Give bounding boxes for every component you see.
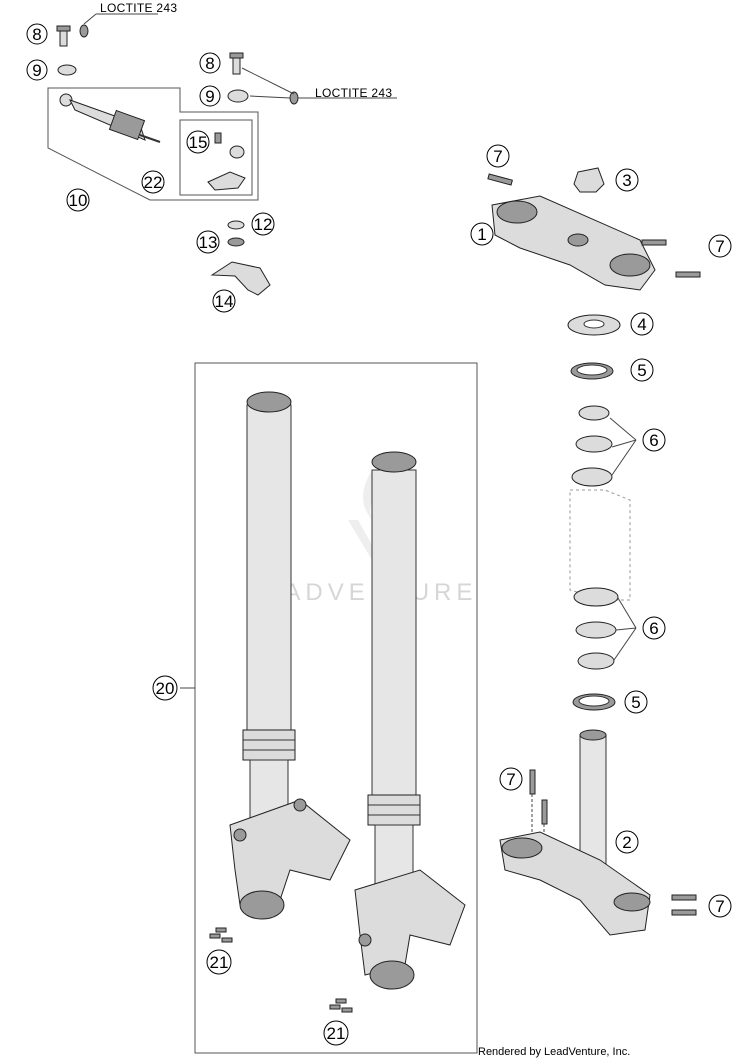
callout-number: 4 bbox=[637, 315, 646, 334]
bolt-7-upper-c bbox=[675, 271, 701, 278]
callout: 13 bbox=[196, 230, 220, 254]
callout: 1 bbox=[470, 222, 494, 246]
callout: 7 bbox=[708, 894, 732, 918]
callout-number: 7 bbox=[493, 147, 502, 166]
fork-leg-left bbox=[229, 391, 351, 920]
callout: 5 bbox=[624, 690, 648, 714]
callout-number: 6 bbox=[649, 619, 658, 638]
bolt-set-21-right bbox=[329, 998, 353, 1013]
lower-triple-clamp bbox=[499, 729, 651, 936]
bearing-6-lower bbox=[573, 587, 619, 670]
bearing-6-upper bbox=[571, 405, 613, 487]
loctite-note-top: LOCTITE 243 bbox=[100, 1, 177, 15]
callout-number: 7 bbox=[506, 770, 515, 789]
fork-group-frame bbox=[194, 362, 478, 1054]
head-tube-outline bbox=[569, 489, 631, 601]
callout-number: 22 bbox=[144, 173, 163, 192]
callout: 21 bbox=[323, 1020, 349, 1046]
callout-number: 21 bbox=[210, 953, 229, 972]
callout-number: 14 bbox=[215, 292, 234, 311]
callout-number: 5 bbox=[637, 361, 646, 380]
cap-9-top bbox=[57, 64, 77, 76]
bolt-set-21-left bbox=[209, 927, 233, 943]
callout: 22 bbox=[141, 170, 165, 194]
washer-13 bbox=[227, 237, 245, 247]
callout: 14 bbox=[212, 289, 236, 313]
callout-number: 8 bbox=[32, 25, 41, 44]
callout: 3 bbox=[615, 168, 639, 192]
seal-5-upper bbox=[570, 362, 614, 380]
callout-number: 7 bbox=[715, 897, 724, 916]
bolt-7-upper-b bbox=[641, 239, 667, 246]
bolt-7-upper-a bbox=[487, 173, 513, 186]
callout: 7 bbox=[486, 144, 510, 168]
callout-number: 1 bbox=[477, 225, 486, 244]
callout-number: 21 bbox=[327, 1024, 346, 1043]
callout: 9 bbox=[26, 59, 48, 81]
callout: 10 bbox=[66, 188, 90, 212]
callout-number: 12 bbox=[254, 215, 273, 234]
callout: 12 bbox=[251, 212, 275, 236]
leader-line bbox=[241, 67, 295, 95]
bolt-7-lower-c bbox=[671, 894, 697, 916]
callout-number: 7 bbox=[715, 237, 724, 256]
callout-number: 5 bbox=[631, 693, 640, 712]
leader-line bbox=[613, 627, 637, 661]
screw-8-top bbox=[56, 25, 71, 47]
callout: 9 bbox=[199, 85, 221, 107]
loctite-note-mid: LOCTITE 243 bbox=[315, 86, 392, 100]
callout-number: 2 bbox=[622, 833, 631, 852]
loctite-drop-top bbox=[79, 24, 89, 38]
callout-number: 6 bbox=[649, 431, 658, 450]
callout: 7 bbox=[708, 234, 732, 258]
callout: 6 bbox=[642, 616, 666, 640]
screw-8-mid bbox=[229, 52, 244, 75]
callout-number: 13 bbox=[199, 233, 218, 252]
fork-leg-right bbox=[354, 451, 466, 990]
callout-number: 9 bbox=[205, 87, 214, 106]
callout-number: 20 bbox=[156, 679, 175, 698]
footer-credit: Rendered by LeadVenture, Inc. bbox=[478, 1046, 630, 1058]
callout: 8 bbox=[199, 52, 221, 74]
leader-line bbox=[609, 417, 637, 441]
callout: 20 bbox=[152, 675, 178, 701]
bolt-7-lower-b bbox=[541, 799, 548, 825]
clamp-14 bbox=[210, 261, 271, 296]
damper-group-frame bbox=[47, 87, 259, 201]
bolt-7-lower-a bbox=[529, 769, 536, 795]
callout-number: 3 bbox=[622, 171, 631, 190]
leader-line bbox=[611, 439, 637, 448]
cap-nut-3 bbox=[573, 167, 605, 193]
callout: 6 bbox=[642, 428, 666, 452]
damper-bracket-frame bbox=[179, 119, 253, 196]
callout: 7 bbox=[499, 767, 523, 791]
damper-bracket-parts bbox=[207, 132, 246, 191]
leader-line bbox=[617, 597, 637, 629]
washer-12 bbox=[227, 220, 245, 230]
leader-line bbox=[611, 439, 637, 476]
callout-number: 15 bbox=[189, 133, 208, 152]
leader-line bbox=[249, 95, 291, 99]
washer-4 bbox=[567, 314, 621, 336]
callout: 21 bbox=[206, 949, 232, 975]
callout-number: 9 bbox=[32, 61, 41, 80]
leader-line bbox=[615, 627, 637, 631]
steering-damper bbox=[59, 93, 161, 143]
callout: 5 bbox=[630, 358, 654, 382]
cap-9-mid bbox=[227, 89, 249, 103]
callout: 2 bbox=[615, 830, 639, 854]
upper-triple-clamp bbox=[491, 195, 656, 291]
leader-line bbox=[83, 13, 97, 25]
callout-number: 8 bbox=[205, 54, 214, 73]
seal-5-lower bbox=[572, 693, 616, 711]
callout: 4 bbox=[630, 312, 654, 336]
callout-number: 10 bbox=[69, 191, 88, 210]
callout: 15 bbox=[186, 130, 210, 154]
callout: 8 bbox=[26, 23, 48, 45]
